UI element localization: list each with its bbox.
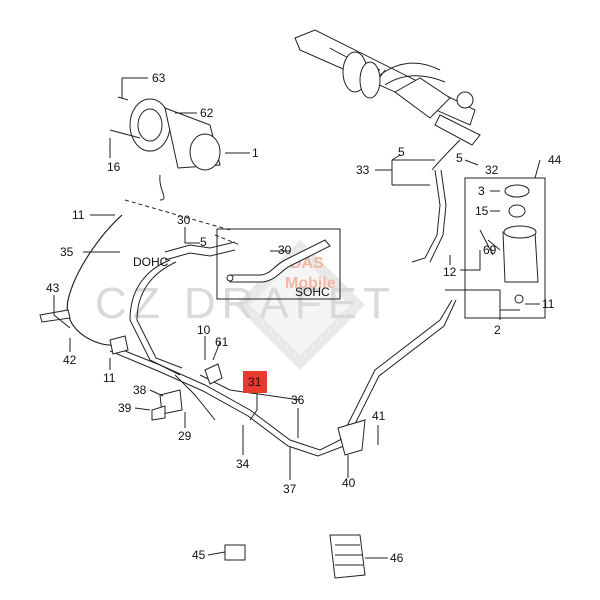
sohc-inset (216, 228, 341, 300)
part-1[interactable]: 1 (252, 146, 259, 160)
part-10[interactable]: 10 (197, 323, 211, 337)
part-5b[interactable]: 5 (398, 145, 405, 159)
part-45[interactable]: 45 (192, 548, 206, 562)
label-dohc: DOHC (133, 255, 169, 269)
highlight-part-number: 31 (248, 375, 262, 389)
part-11a[interactable]: 11 (72, 208, 85, 222)
part-2[interactable]: 2 (494, 323, 501, 337)
part-63[interactable]: 63 (152, 71, 166, 85)
part-41[interactable]: 41 (372, 409, 386, 423)
part-5c[interactable]: 5 (456, 151, 463, 165)
part-30a[interactable]: 30 (177, 213, 191, 227)
part-29[interactable]: 29 (178, 429, 192, 443)
part-33[interactable]: 33 (356, 163, 370, 177)
part-44[interactable]: 44 (548, 153, 562, 167)
part-15[interactable]: 15 (475, 204, 489, 218)
part-32[interactable]: 32 (485, 163, 499, 177)
power-steering-pump (109, 92, 221, 201)
hose-lines (66, 139, 461, 457)
part-16[interactable]: 16 (107, 160, 121, 174)
part-69[interactable]: 69 (483, 243, 497, 257)
part-39[interactable]: 39 (118, 401, 132, 415)
brackets (39, 309, 366, 579)
part-61[interactable]: 61 (215, 335, 229, 349)
part-36[interactable]: 36 (291, 393, 305, 407)
watermark-overlay-bottom: Mobile (285, 275, 336, 292)
part-12[interactable]: 12 (443, 265, 457, 279)
part-number-labels: 63 62 1 16 11 30 5 35 30 43 42 11 10 61 … (46, 71, 562, 565)
part-30b[interactable]: 30 (278, 243, 292, 257)
part-34[interactable]: 34 (236, 457, 250, 471)
part-3[interactable]: 3 (478, 184, 485, 198)
label-sohc: SOHC (295, 285, 330, 299)
reservoir-group (464, 177, 546, 319)
watermark-brand: CZ DRAFET (95, 279, 396, 328)
part-37[interactable]: 37 (283, 482, 297, 496)
part-38[interactable]: 38 (133, 383, 147, 397)
watermark: CZ DRAFET DAS Mobile (95, 240, 396, 370)
part-46[interactable]: 46 (390, 551, 404, 565)
leader-lines (53, 77, 541, 559)
part-11b[interactable]: 11 (103, 371, 116, 385)
part-40[interactable]: 40 (342, 476, 356, 490)
part-11c[interactable]: 11 (542, 297, 555, 311)
part-62[interactable]: 62 (200, 106, 214, 120)
part-42[interactable]: 42 (63, 353, 77, 367)
part-5a[interactable]: 5 (200, 235, 207, 249)
steering-rack (294, 29, 481, 146)
highlight-part-31[interactable]: 31 (243, 371, 267, 421)
reference-lines (124, 199, 241, 246)
part-43[interactable]: 43 (46, 281, 60, 295)
part-35[interactable]: 35 (60, 245, 74, 259)
